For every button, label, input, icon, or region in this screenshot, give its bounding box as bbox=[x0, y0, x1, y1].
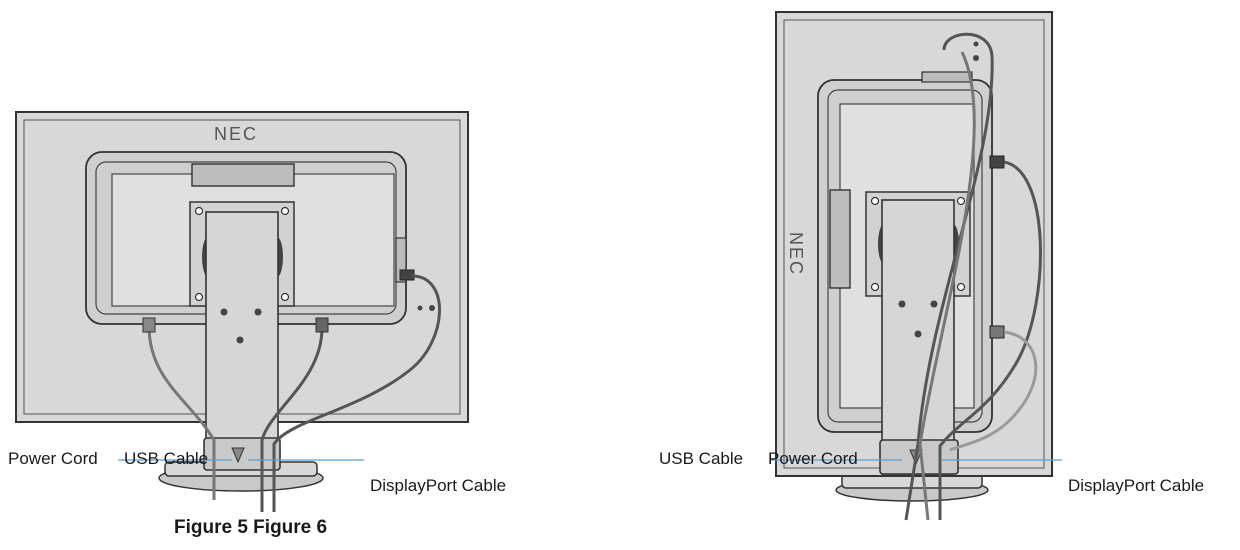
figure5-vesa-screw-4 bbox=[280, 292, 290, 302]
figure5-holder-slit bbox=[231, 447, 245, 464]
figure5-usb-cable bbox=[260, 327, 324, 512]
figure5-lock-hole-2 bbox=[429, 305, 435, 311]
figure6-power-cord-label: Power Cord bbox=[768, 449, 858, 468]
figure6-usb-cable bbox=[904, 32, 994, 521]
figure5-usb-cable-label: USB Cable bbox=[124, 449, 209, 468]
figure6-brand-logo: NEC bbox=[786, 232, 806, 277]
figure-caption: Figure 5 Figure 6 bbox=[174, 517, 328, 538]
figure5-power-plug bbox=[142, 317, 156, 333]
figure5-handle-slot bbox=[191, 163, 295, 187]
figure6-vesa-screw-4 bbox=[956, 282, 966, 292]
figure5-displayport-cable bbox=[272, 274, 441, 512]
figure6-lower-cable bbox=[949, 330, 1038, 452]
figure5-illustration bbox=[15, 111, 469, 512]
figure6-displayport-cable-label: DisplayPort Cable bbox=[1068, 476, 1205, 495]
figure6-usb-cable-label: USB Cable bbox=[659, 449, 744, 468]
figure6-neck-screw-2 bbox=[930, 300, 938, 308]
figure5-displayport-cable-label: DisplayPort Cable bbox=[370, 476, 507, 495]
figure5-neck-screw-1 bbox=[220, 308, 228, 316]
figure6-neck-screw-1 bbox=[898, 300, 906, 308]
figure6-port-block bbox=[921, 71, 973, 83]
figure5-power-cord bbox=[147, 325, 216, 500]
figure5-brand-logo: NEC bbox=[214, 124, 259, 144]
figure6-neck-screw-3 bbox=[914, 330, 922, 338]
figure5-usb-plug bbox=[315, 317, 329, 333]
figure5-neck-screw-3 bbox=[236, 336, 244, 344]
figure6-lower-port bbox=[989, 325, 1005, 339]
figure6-vesa-screw-1 bbox=[870, 196, 880, 206]
figure6-illustration bbox=[770, 11, 1062, 521]
figure5-power-cord-label: Power Cord bbox=[8, 449, 98, 468]
figure5-vesa-screw-2 bbox=[280, 206, 290, 216]
figure6-handle-slot bbox=[829, 189, 851, 289]
figure6-lock-hole-1 bbox=[973, 41, 979, 47]
figure5-port-block bbox=[395, 237, 407, 283]
figure5-vesa-screw-1 bbox=[194, 206, 204, 216]
figure5-port bbox=[399, 269, 415, 281]
figure6-vesa-screw-3 bbox=[870, 282, 880, 292]
figure6-power-cord bbox=[918, 51, 976, 521]
figure6-lock-hole-2 bbox=[973, 55, 979, 61]
figure6-vesa-screw-2 bbox=[956, 196, 966, 206]
figure6-displayport-cable bbox=[938, 160, 1042, 520]
figure5-neck-screw-2 bbox=[254, 308, 262, 316]
figure5-stand-neck bbox=[205, 211, 279, 463]
figure5-vesa-screw-3 bbox=[194, 292, 204, 302]
figure6-side-port bbox=[989, 155, 1005, 169]
figure5-lock-hole-1 bbox=[417, 305, 423, 311]
